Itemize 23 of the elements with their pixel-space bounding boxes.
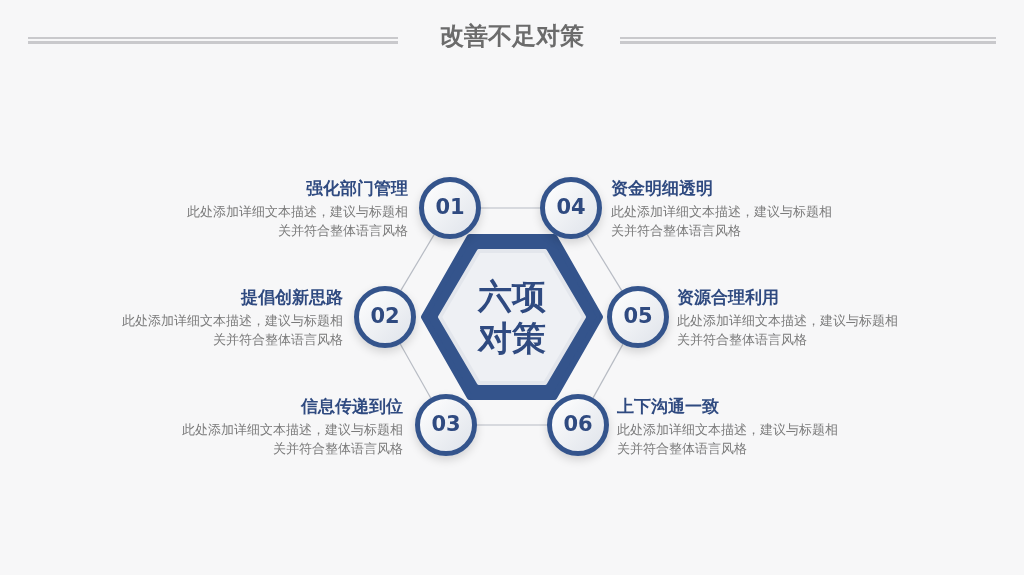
title: 改善不足对策 [439, 21, 585, 52]
connector-line [480, 207, 541, 209]
item-description: 此处添加详细文本描述，建议与标题相关并符合整体语言风格 [611, 203, 833, 240]
item-heading: 提倡创新思路 [241, 286, 343, 309]
hexagon [420, 233, 604, 401]
item-heading: 信息传递到位 [301, 395, 403, 418]
number-label: 03 [431, 411, 461, 439]
number-label: 04 [556, 194, 586, 222]
item-description: 此处添加详细文本描述，建议与标题相关并符合整体语言风格 [677, 312, 899, 349]
number-label: 05 [623, 303, 653, 331]
item-heading: 强化部门管理 [306, 177, 408, 200]
number-label: 01 [435, 194, 465, 222]
item-description: 此处添加详细文本描述，建议与标题相关并符合整体语言风格 [121, 312, 343, 349]
connector-line [476, 424, 548, 426]
item-description: 此处添加详细文本描述，建议与标题相关并符合整体语言风格 [617, 421, 839, 458]
number-label: 06 [563, 411, 593, 439]
item-heading: 资源合理利用 [677, 286, 779, 309]
number-label: 02 [370, 303, 400, 331]
item-description: 此处添加详细文本描述，建议与标题相关并符合整体语言风格 [186, 203, 408, 240]
item-description: 此处添加详细文本描述，建议与标题相关并符合整体语言风格 [181, 421, 403, 458]
hexagon-label: 六项对策 [476, 275, 547, 359]
item-heading: 上下沟通一致 [617, 395, 719, 418]
item-heading: 资金明细透明 [611, 177, 713, 200]
